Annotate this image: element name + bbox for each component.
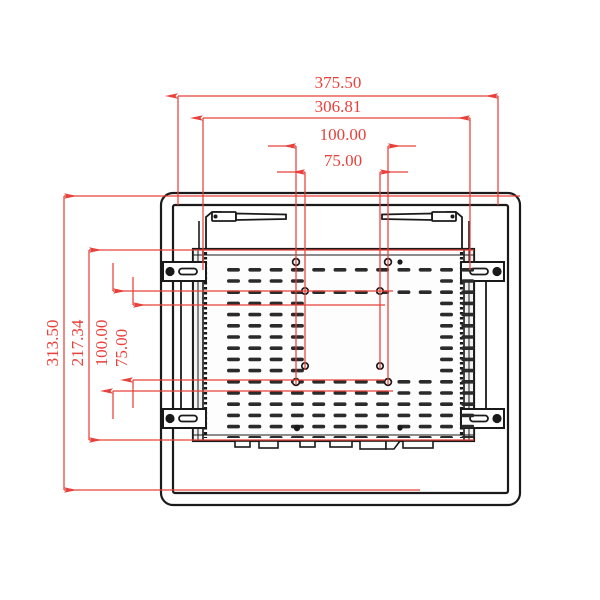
product-outline bbox=[159, 191, 522, 507]
dim-label-inner-width: 306.81 bbox=[315, 97, 362, 116]
antenna-right bbox=[381, 211, 470, 249]
rear-chassis bbox=[191, 247, 476, 443]
antenna-left bbox=[198, 211, 287, 249]
dimension-labels: 375.50 306.81 100.00 75.00 313.50 217.34… bbox=[43, 73, 366, 367]
dim-label-inner-height: 217.34 bbox=[68, 319, 87, 366]
dim-label-overall-width: 375.50 bbox=[315, 73, 362, 92]
dim-label-vesa-h-75: 75.00 bbox=[324, 151, 362, 170]
dim-label-vesa-v-100: 100.00 bbox=[92, 320, 111, 367]
dim-label-overall-height: 313.50 bbox=[43, 320, 62, 367]
io-port-row bbox=[234, 440, 434, 450]
dim-label-vesa-h-100: 100.00 bbox=[320, 125, 367, 144]
dim-label-vesa-v-75: 75.00 bbox=[112, 329, 131, 367]
dimension-annotations bbox=[63, 93, 520, 493]
bracket-left bbox=[162, 261, 207, 429]
